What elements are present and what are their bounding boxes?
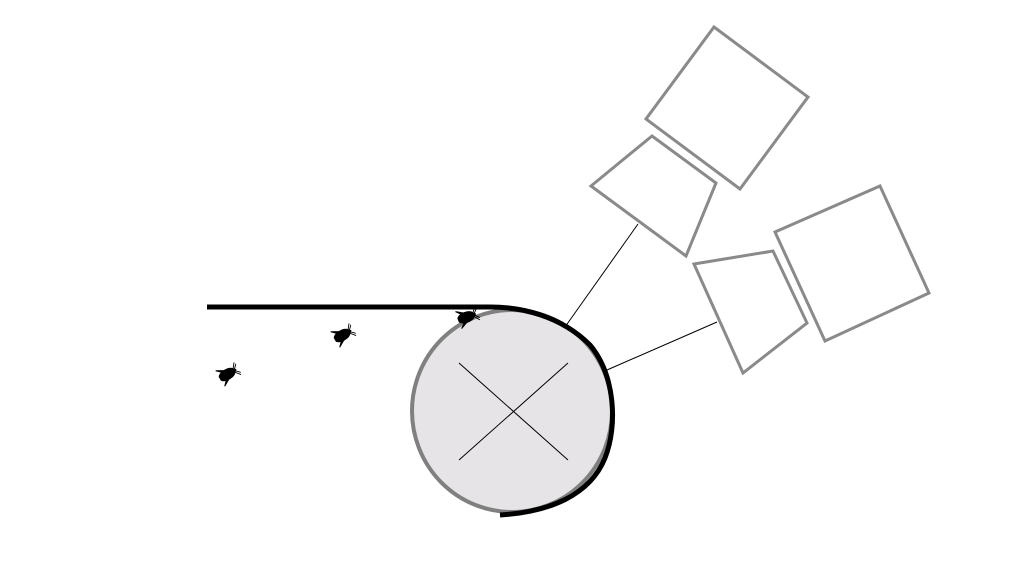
sight-line-lower [606, 321, 718, 371]
camera-upper-lens [588, 134, 718, 259]
camera-upper [588, 24, 811, 259]
camera-upper-body [643, 24, 811, 192]
cross-icon [458, 362, 569, 461]
fly-icon [330, 320, 359, 348]
camera-lower-lens [691, 249, 809, 376]
conveyor-belt [207, 304, 615, 518]
camera-lower [691, 184, 931, 376]
fly-icon [215, 359, 244, 387]
sight-line-upper [564, 223, 639, 328]
camera-lower-body [773, 184, 931, 343]
